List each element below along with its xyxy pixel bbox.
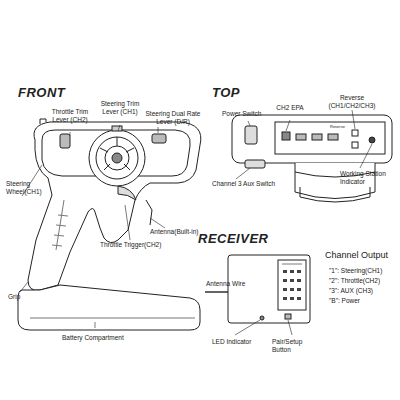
part-label: Steering Trim Lever (CH1) [100,100,140,115]
part-label: CH2 EPA [275,104,305,112]
part-label: Throttle Trigger(CH2) [100,241,175,249]
part-label: Grip [8,293,38,301]
section-heading: FRONT [18,86,98,100]
channel-entry: "B": Power [329,297,397,305]
part-label: Steering Dual Rate Lever (D/R) [142,110,204,125]
part-label: Antenna Wire [206,280,256,288]
section-heading: RECEIVER [198,232,298,246]
part-label: LED Indicator [212,338,262,346]
part-label: Channel 3 Aux Switch [212,180,292,188]
part-label: Throttle Trim Lever (CH2) [48,108,92,123]
channel-entry: "1": Steering(CH1) [329,267,397,275]
part-label: Steering Wheel(CH1) [6,180,46,195]
table-heading: Channel Output [325,250,397,260]
channel-entry: "3": AUX (CH3) [329,287,397,295]
part-label: Working Station Indicator [340,170,392,185]
section-heading: TOP [212,86,272,100]
part-label: Power Switch [222,110,277,118]
part-label: Reverse (CH1/CH2/CH3) [322,94,382,109]
panel-text: Reverse [330,124,350,129]
part-label: Pair/Setup Button [272,338,312,353]
channel-entry: "2": Throttle(CH2) [329,277,397,285]
part-label: Battery Compartment [62,334,152,342]
